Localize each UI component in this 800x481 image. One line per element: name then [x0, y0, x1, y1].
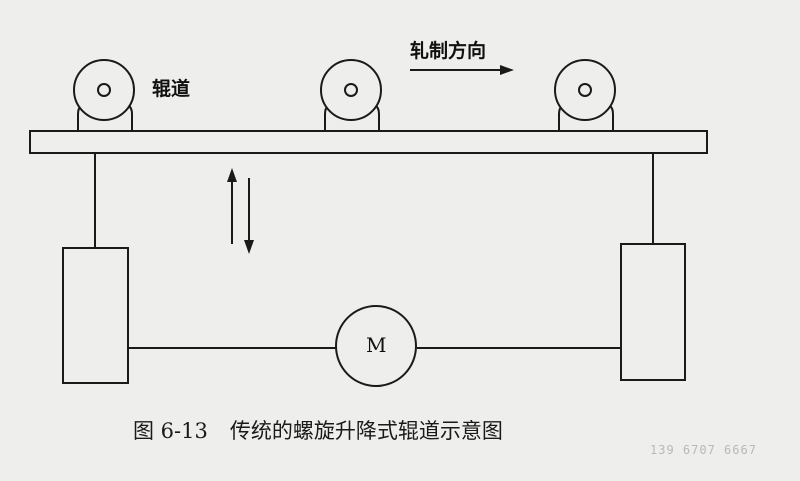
motor-circle [335, 305, 417, 387]
roller-2 [320, 59, 382, 131]
figure-title: 传统的螺旋升降式辊道示意图 [229, 419, 503, 443]
motor-label: M [366, 333, 387, 357]
roller-3 [554, 59, 616, 131]
roller-label: 辊道 [152, 78, 191, 100]
figure-caption: 图 6-13 传统的螺旋升降式辊道示意图 [133, 415, 525, 445]
right-screw-jack [620, 243, 686, 381]
down-arrowhead [244, 240, 254, 254]
up-arrowhead [227, 168, 237, 182]
lift-arrows [227, 168, 254, 254]
watermark-text: 139 6707 6667 [650, 443, 757, 457]
rolling-direction-arrow [410, 65, 514, 75]
roller-1 [73, 59, 135, 131]
rolling-direction-label: 轧制方向 [410, 40, 487, 62]
roller-table-beam [29, 130, 708, 154]
figure-number: 图 6-13 [133, 419, 208, 443]
left-screw-jack [62, 247, 129, 384]
